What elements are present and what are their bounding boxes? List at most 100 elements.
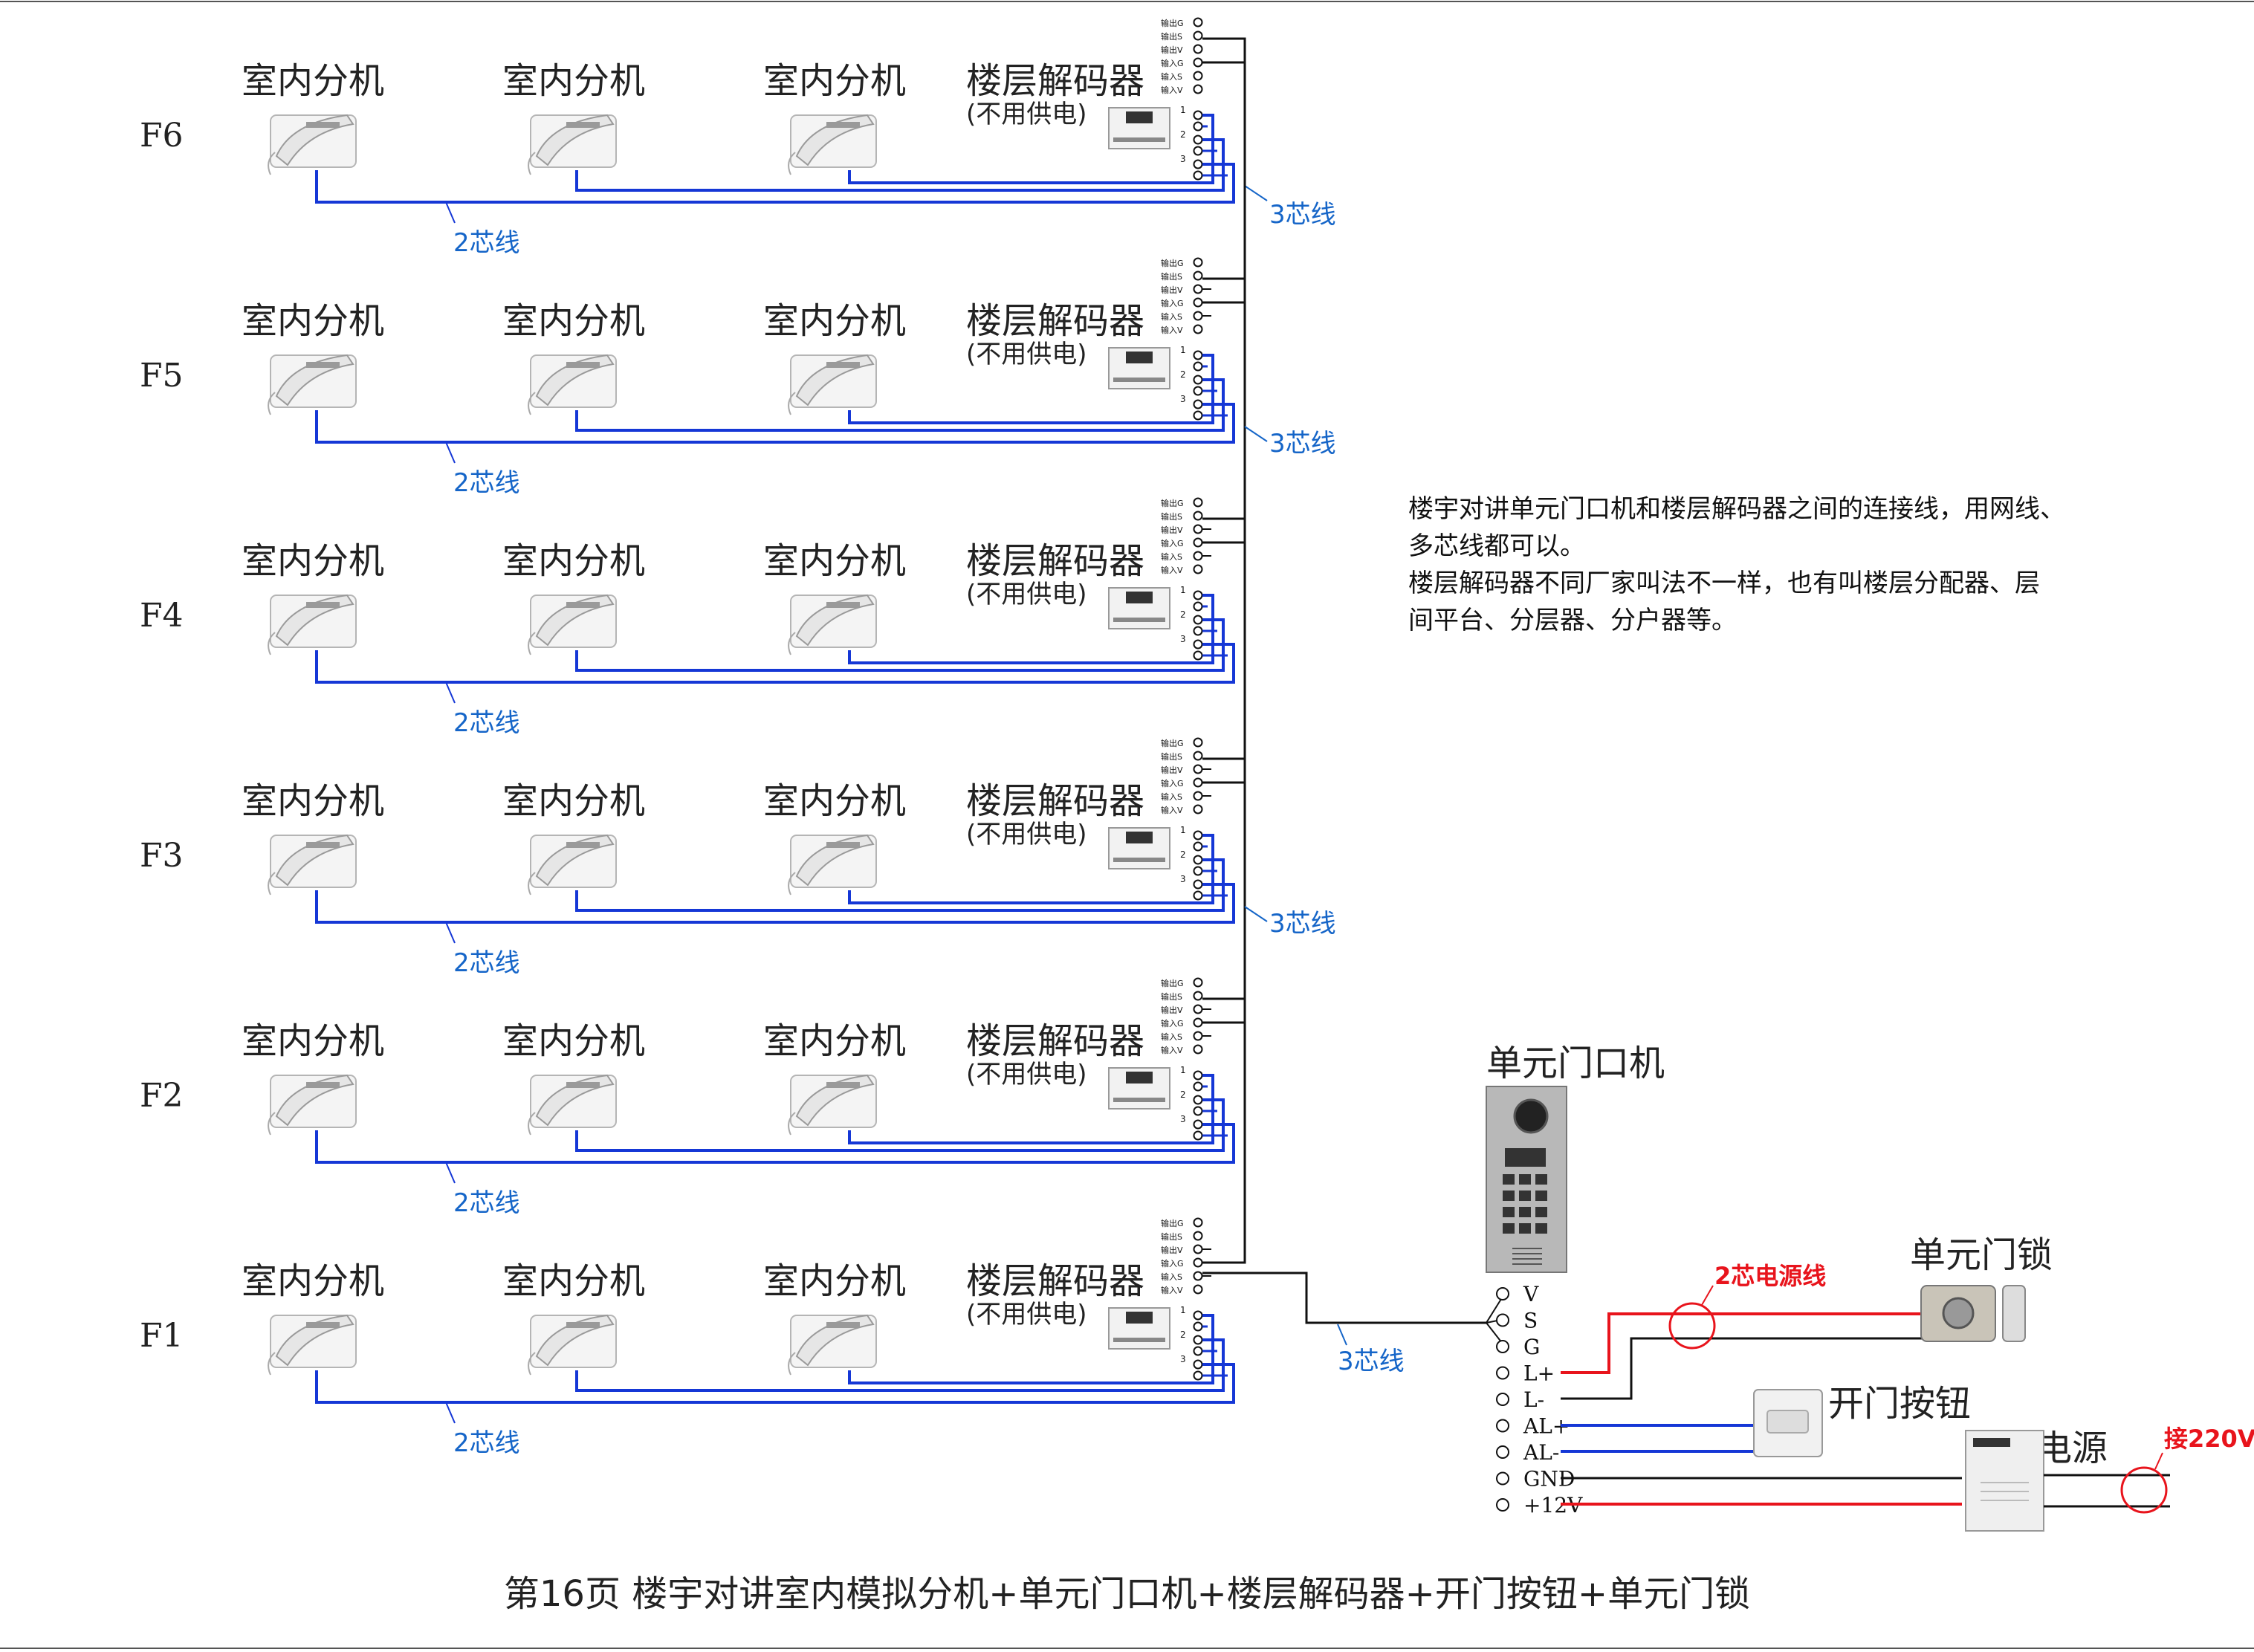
decoder-output-label: 1 — [1180, 345, 1186, 355]
floor-group: F2室内分机室内分机室内分机楼层解码器(不用供电)输出G输出S输出V输入G输入S… — [140, 757, 1336, 1218]
decoder-terminal — [1193, 1044, 1203, 1055]
decoder-terminal — [1193, 1095, 1203, 1105]
decoder-terminal — [1193, 764, 1203, 774]
decoder-output-label: 3 — [1180, 1114, 1186, 1124]
handset-keypad — [566, 362, 600, 368]
indoor-unit-label: 室内分机 — [763, 780, 906, 822]
power-cable-leader — [1701, 1285, 1714, 1306]
decoder-terminal — [1193, 1070, 1203, 1081]
indoor-unit-icon — [268, 114, 357, 175]
mains-leader — [2154, 1452, 2163, 1470]
floor-decoder-icon — [1108, 827, 1170, 869]
decoder-terminal — [1193, 1119, 1203, 1130]
three-core-label: 3芯线 — [1338, 1347, 1405, 1376]
three-core-riser — [1202, 517, 1246, 784]
lock-wire-negative — [1561, 1337, 1925, 1400]
floor-group: F4室内分机室内分机室内分机楼层解码器(不用供电)输出G输出S输出V输入G输入S… — [140, 277, 1336, 738]
decoder-terminal — [1193, 855, 1203, 865]
decoder-terminal-label: 输入S — [1161, 311, 1182, 322]
decoder-strip — [1113, 1338, 1165, 1342]
decoder-terminal — [1193, 361, 1203, 372]
two-core-wire — [848, 834, 1214, 904]
decoder-terminal-label: 输出G — [1161, 738, 1184, 748]
psu-body — [1965, 1430, 2044, 1532]
indoor-unit-label: 室内分机 — [242, 540, 384, 582]
two-core-wire — [315, 883, 1235, 924]
indoor-unit-label: 室内分机 — [763, 540, 906, 582]
decoder-terminal — [1193, 1004, 1203, 1014]
decoder-terminal — [1193, 866, 1203, 876]
mains-marker — [2120, 1466, 2168, 1514]
door-station-terminal-label: AL- — [1523, 1440, 1559, 1465]
door-station-terminal-label: S — [1523, 1309, 1538, 1333]
decoder-terminal — [1193, 524, 1203, 534]
note-line: 多芯线都可以。 — [1408, 531, 1585, 561]
decoder-terminal — [1193, 1017, 1203, 1028]
indoor-unit-label: 室内分机 — [502, 1260, 645, 1302]
three-core-leader — [1244, 426, 1268, 442]
no-power-label: (不用供电) — [966, 580, 1087, 609]
handset-cord — [788, 152, 796, 175]
decoder-terminal — [1193, 30, 1203, 41]
decoder-terminal-label: 输出S — [1161, 991, 1182, 1002]
handset-cord — [788, 1112, 796, 1136]
floor-label: F2 — [140, 1077, 184, 1115]
three-core-label: 3芯线 — [1269, 909, 1336, 939]
three-core-leader — [1337, 1324, 1347, 1346]
decoder-terminal — [1193, 1310, 1203, 1321]
door-station-terminal — [1496, 1287, 1509, 1300]
two-core-wire — [848, 354, 1214, 424]
psu-logo — [1973, 1438, 2010, 1447]
decoder-terminal-label: 输入G — [1161, 538, 1184, 548]
door-lock-label: 单元门锁 — [1910, 1234, 2053, 1276]
door-station-terminal — [1496, 1445, 1509, 1459]
door-station-key — [1503, 1223, 1515, 1234]
indoor-unit-icon — [268, 1314, 357, 1376]
floor-decoder-label: 楼层解码器 — [966, 780, 1144, 822]
exit-button-label: 开门按钮 — [1828, 1383, 1971, 1425]
indoor-unit-label: 室内分机 — [242, 780, 384, 822]
decoder-terminal — [1193, 497, 1203, 508]
three-core-label: 3芯线 — [1269, 429, 1336, 459]
decoder-chip — [1126, 1072, 1153, 1083]
decoder-terminal-label: 输出G — [1161, 498, 1184, 508]
floor-group: F3室内分机室内分机室内分机楼层解码器(不用供电)输出G输出S输出V输入G输入S… — [140, 517, 1246, 978]
door-station-key — [1519, 1223, 1531, 1234]
door-station-key — [1519, 1174, 1531, 1185]
decoder-strip — [1113, 378, 1165, 382]
handset-cord — [528, 632, 536, 655]
indoor-unit-icon — [268, 1074, 357, 1136]
decoder-terminal-label: 输出V — [1161, 285, 1183, 295]
decoder-terminal-label: 输入V — [1161, 565, 1183, 575]
power-supply-label: 电源 — [2036, 1428, 2108, 1469]
decoder-terminal — [1193, 1244, 1203, 1254]
indoor-unit-label: 室内分机 — [242, 1260, 384, 1302]
door-station-terminal — [1496, 1340, 1509, 1353]
three-core-riser — [1202, 997, 1246, 1264]
handset-cord — [788, 632, 796, 655]
floor-decoder-label: 楼层解码器 — [966, 1260, 1144, 1302]
decoder-terminal — [1193, 311, 1203, 321]
handset-keypad — [826, 842, 860, 848]
decoder-terminal — [1193, 1321, 1203, 1332]
door-station-camera — [1513, 1098, 1549, 1134]
two-core-label: 2芯线 — [453, 1188, 520, 1218]
decoder-output-label: 2 — [1180, 609, 1186, 620]
page-title: 第16页 楼宇对讲室内模拟分机+单元门口机+楼层解码器+开门按钮+单元门锁 — [503, 1573, 1751, 1615]
door-station-terminal — [1496, 1313, 1509, 1327]
handset-keypad — [566, 1082, 600, 1088]
floor-decoder-icon — [1108, 107, 1170, 149]
door-lock-icon — [1920, 1285, 2026, 1342]
decoder-terminal — [1193, 1284, 1203, 1295]
two-core-wire — [848, 114, 1214, 184]
handset-keypad — [306, 122, 340, 128]
two-core-wire — [575, 378, 1225, 432]
indoor-unit-label: 室内分机 — [502, 60, 645, 102]
decoder-terminal-label: 输入G — [1161, 298, 1184, 308]
decoder-terminal-label: 输出S — [1161, 271, 1182, 282]
decoder-terminal — [1193, 777, 1203, 788]
decoder-terminal — [1193, 890, 1203, 901]
decoder-terminal — [1193, 590, 1203, 600]
decoder-terminal — [1193, 977, 1203, 988]
power-cable-marker — [1668, 1302, 1716, 1350]
